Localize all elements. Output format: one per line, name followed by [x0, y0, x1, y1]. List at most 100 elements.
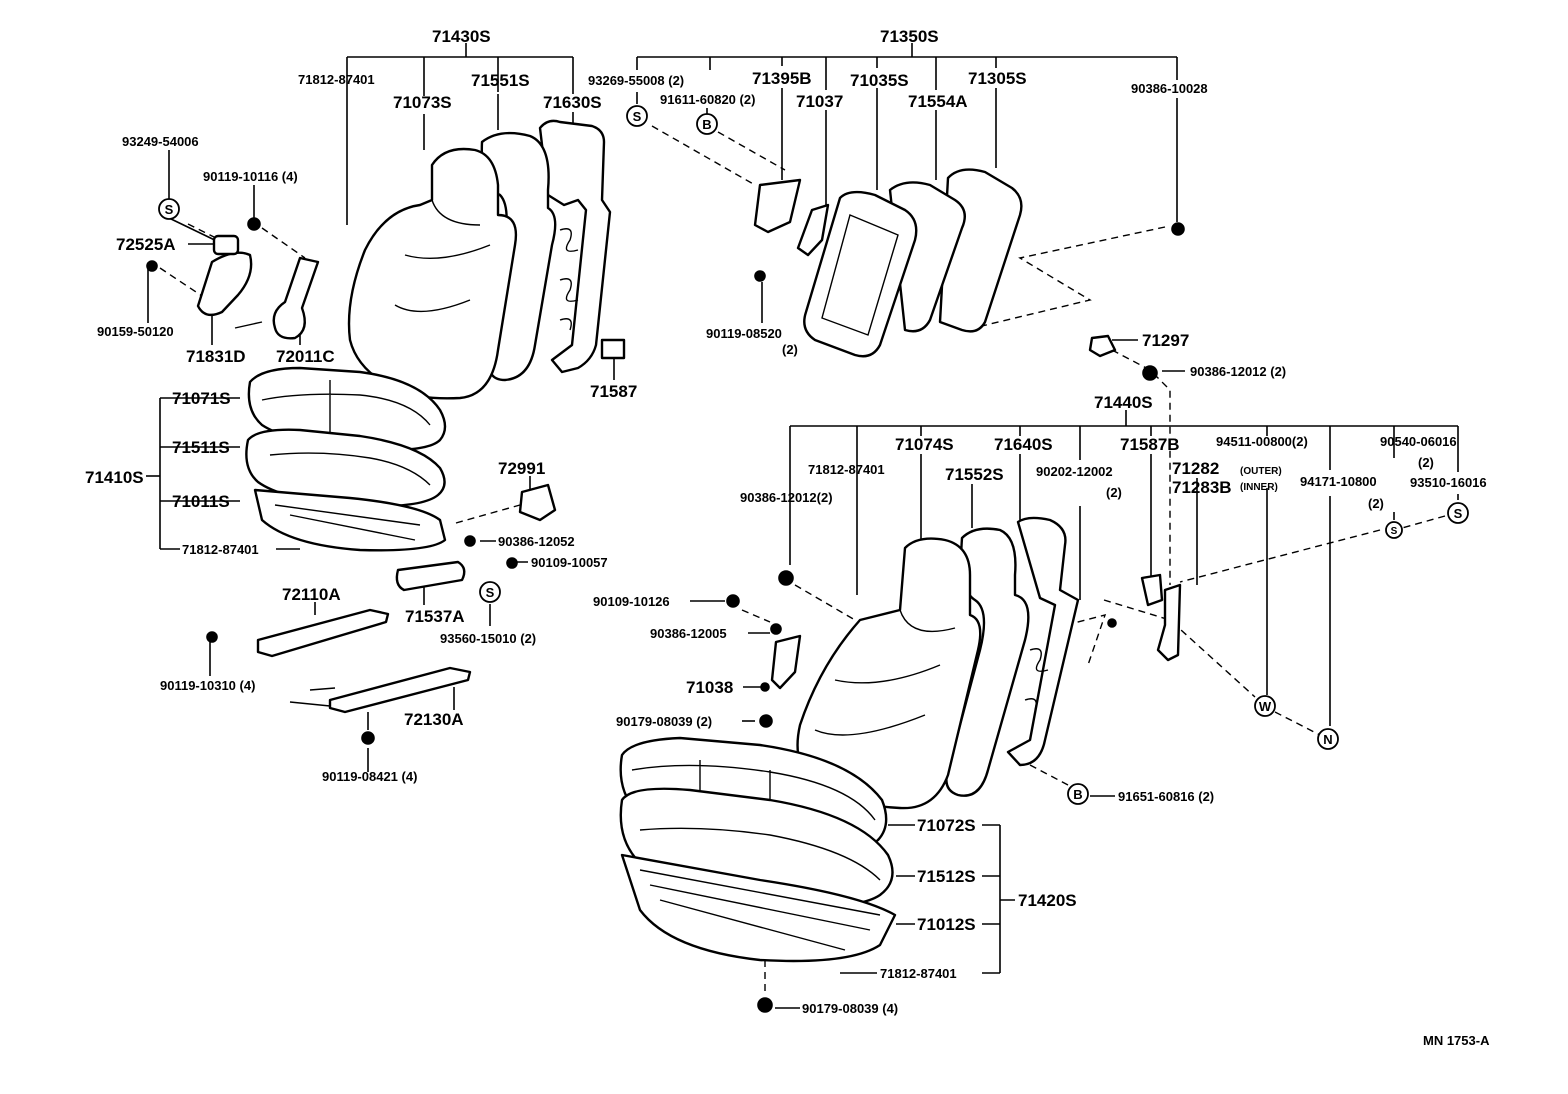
label-90109-10126: 90109-10126 — [593, 594, 670, 609]
label-93269-55008: 93269-55008 (2) — [588, 73, 684, 88]
label-72110A: 72110A — [282, 585, 341, 604]
label-90159-50120: 90159-50120 — [97, 324, 174, 339]
symbol-s: S — [165, 202, 174, 217]
label-71011S: 71011S — [172, 492, 230, 511]
seatback-rear-assembly — [753, 168, 1185, 381]
label-94171-10800-qty: (2) — [1368, 496, 1384, 511]
symbols: S S B S S S W N B — [158, 105, 1469, 805]
label-71073S: 71073S — [393, 93, 452, 112]
label-90202-12002-qty: (2) — [1106, 485, 1122, 500]
label-71511S: 71511S — [172, 438, 230, 457]
symbol-b: B — [702, 117, 711, 132]
seatback-cover-71073S — [347, 147, 518, 400]
right-seat-assembly — [619, 516, 1182, 1013]
label-93560-15010: 93560-15010 (2) — [440, 631, 536, 646]
label-71410S: 71410S — [85, 468, 144, 487]
part-labels: 71430S 71812-87401 71073S 71551S 71630S … — [85, 27, 1490, 1048]
label-71831D: 71831D — [186, 347, 246, 366]
cover-71537A — [395, 560, 466, 592]
headrest-guide-71297 — [1088, 334, 1117, 358]
seat-track-72110A — [256, 608, 390, 658]
label-94511-00800: 94511-00800(2) — [1216, 434, 1308, 449]
label-90179-08039-2: 90179-08039 (2) — [616, 714, 712, 729]
bolt-icon — [754, 270, 766, 282]
seat-track-72130A — [328, 666, 472, 714]
label-71071S: 71071S — [172, 389, 231, 408]
label-71350S: 71350S — [880, 27, 939, 46]
symbol-w: W — [1259, 699, 1272, 714]
seatback-cover-71074S — [796, 537, 982, 810]
label-72011C: 72011C — [276, 347, 335, 366]
bolt-icon — [760, 682, 770, 692]
clip-71587 — [600, 338, 626, 360]
label-90386-12012-right: 90386-12012(2) — [740, 490, 833, 505]
label-71640S: 71640S — [994, 435, 1053, 454]
label-94171-10800: 94171-10800 — [1300, 474, 1377, 489]
label-90119-08520-qty: (2) — [782, 342, 798, 357]
bolt-icon — [1107, 618, 1117, 628]
label-71552S: 71552S — [945, 465, 1004, 484]
label-inner: (INNER) — [1240, 482, 1278, 493]
bolt-icon — [361, 731, 375, 745]
label-71630S: 71630S — [543, 93, 602, 112]
bolt-icon — [247, 217, 261, 231]
support-71282 — [1156, 583, 1182, 662]
label-71551S: 71551S — [471, 71, 530, 90]
nut-icon — [778, 570, 794, 586]
cushion-frame-71012S — [620, 853, 897, 963]
left-seat-assembly — [146, 119, 626, 745]
support-71587B — [1140, 573, 1164, 607]
label-93510-16016: 93510-16016 — [1410, 475, 1487, 490]
cushion-pad-71511S — [245, 428, 446, 508]
label-71812-87401-bottom: 71812-87401 — [880, 966, 957, 981]
label-71035S: 71035S — [850, 71, 909, 90]
label-91611-60820: 91611-60820 (2) — [660, 92, 755, 107]
bracket-71831D — [196, 251, 253, 317]
board-71035S — [803, 190, 918, 358]
hinge-71037 — [796, 203, 830, 257]
label-90119-10116: 90119-10116 (4) — [203, 169, 298, 184]
label-90109-10057: 90109-10057 — [531, 555, 608, 570]
cushion-frame-71011S — [253, 488, 447, 552]
bracket-71395B — [753, 178, 802, 234]
nut-icon — [770, 623, 782, 635]
symbol-n: N — [1323, 732, 1332, 747]
cover-72991 — [518, 483, 557, 522]
label-90179-08039-4: 90179-08039 (4) — [802, 1001, 898, 1016]
label-71283B: 71283B — [1172, 478, 1232, 497]
bolt-icon — [726, 594, 740, 608]
bolt-icon — [506, 557, 518, 569]
label-71537A: 71537A — [405, 607, 465, 626]
label-71072S: 71072S — [917, 816, 976, 835]
label-72130A: 72130A — [404, 710, 464, 729]
seatback-pad-71552S — [945, 527, 1030, 797]
leader-lines — [146, 43, 1459, 1009]
label-90119-08520: 90119-08520 — [706, 326, 782, 341]
label-90540-06016-qty: (2) — [1418, 455, 1434, 470]
label-71430S: 71430S — [432, 27, 491, 46]
label-71512S: 71512S — [917, 867, 976, 886]
recliner-72011C — [272, 256, 320, 340]
label-71395B: 71395B — [752, 69, 812, 88]
knob-72525A — [212, 234, 240, 256]
seatback-frame-71630S — [538, 119, 612, 374]
label-91651-60816: 91651-60816 (2) — [1118, 789, 1214, 804]
label-90119-08421: 90119-08421 (4) — [322, 769, 417, 784]
label-93249-54006: 93249-54006 — [122, 134, 199, 149]
nut-icon — [759, 714, 773, 728]
label-71297: 71297 — [1142, 331, 1189, 350]
label-outer: (OUTER) — [1240, 466, 1282, 477]
symbol-s: S — [1391, 526, 1398, 537]
hinge-71038 — [770, 634, 802, 690]
label-71037: 71037 — [796, 92, 843, 111]
nut-icon — [1171, 222, 1185, 236]
label-71012S: 71012S — [917, 915, 976, 934]
seatback-frame-71640S — [1006, 516, 1080, 767]
label-71420S: 71420S — [1018, 891, 1077, 910]
bolt-icon — [206, 631, 218, 643]
label-90386-12012: 90386-12012 (2) — [1190, 364, 1286, 379]
label-71440S: 71440S — [1094, 393, 1153, 412]
label-71587: 71587 — [590, 382, 637, 401]
label-90386-12052: 90386-12052 — [498, 534, 575, 549]
